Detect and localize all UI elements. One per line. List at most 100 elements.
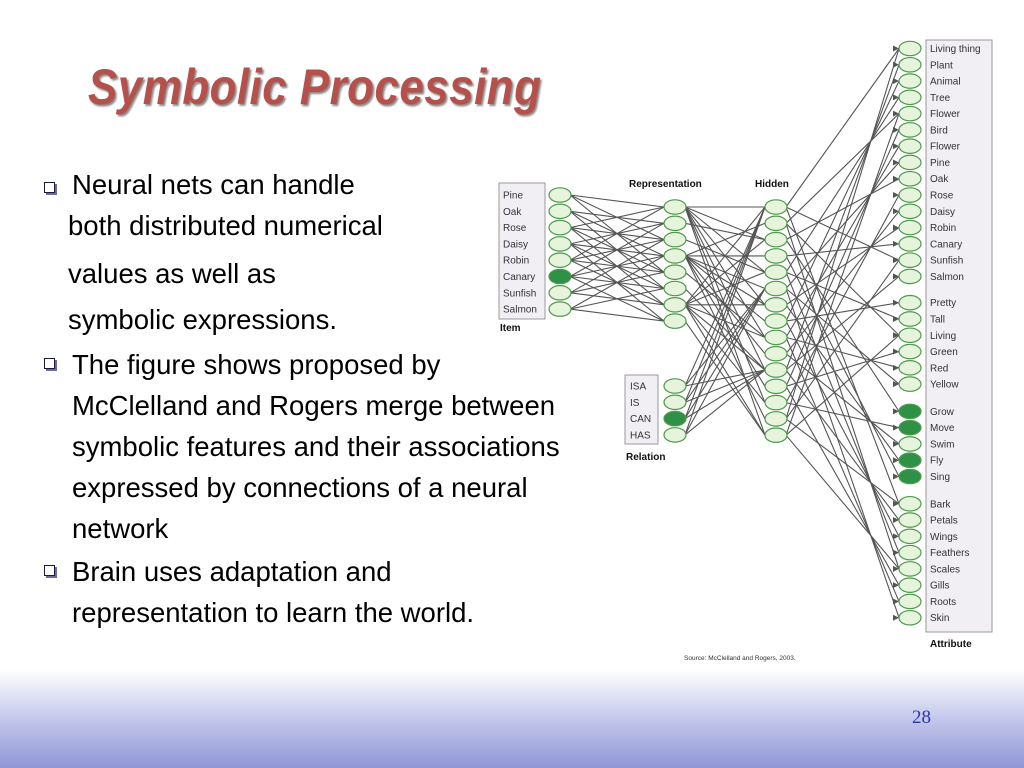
attribute-unit [898,436,922,452]
page-number: 28 [912,707,931,728]
attribute-label: Wings [930,532,958,543]
attribute-unit [898,56,922,73]
arrowhead [893,549,899,556]
attribute-unit [898,609,922,626]
attribute-label: Sing [930,472,950,483]
figure-source-note: Source: McClelland and Rogers, 2003. [684,655,796,662]
representation-unit [663,280,687,297]
arrowhead [893,159,899,166]
relation-hidden-connection [684,288,766,436]
attribute-unit [898,187,922,203]
item-unit [548,284,572,301]
hidden-attribute-connection [785,304,900,461]
hidden-attribute-connection [785,434,900,570]
attribute-unit [898,544,922,561]
arrowhead [893,533,899,540]
attribute-label: Plant [930,60,953,71]
attribute-unit [898,452,922,469]
hidden-attribute-connection [785,288,900,618]
item-label: Sunfish [503,288,536,299]
bullet-text-continuation: symbolic expressions. [68,304,337,335]
relation-label: CAN [630,414,651,425]
attribute-unit [898,122,922,138]
bullet-item: The figure shows proposed by McClelland … [40,344,572,549]
item-representation-connection [569,194,665,208]
bullet-item: Brain uses adaptation and representation… [40,551,512,633]
item-representation-connection [569,287,665,310]
hidden-attribute-connection [785,334,900,436]
hidden-attribute-connection [785,222,900,336]
attribute-unit [898,376,922,392]
attribute-unit [898,73,922,89]
item-label: Canary [503,272,535,283]
bullet-text: Neural nets can handle [72,169,355,200]
relation-hidden-connection [684,206,766,387]
item-label: Daisy [503,239,528,250]
item-label: Robin [503,256,529,267]
arrowhead [893,473,899,480]
attribute-label: Grow [930,407,955,418]
item-representation-connection [569,308,665,322]
arrowhead [893,175,899,182]
hidden-unit [764,345,788,362]
hidden-attribute-connection [785,275,900,371]
hidden-attribute-connection [785,255,900,477]
bullet-text: The figure shows proposed by McClelland … [72,349,560,544]
hidden-attribute-connection [785,337,900,602]
representation-unit [663,248,687,264]
attribute-label: Canary [930,239,962,250]
attribute-label: Skin [930,613,949,624]
arrowhead [893,224,899,231]
attribute-label: Flower [930,142,961,153]
hidden-unit [764,394,788,411]
attribute-label: Pretty [930,298,956,309]
attribute-label: Swim [930,439,954,450]
arrowhead [893,192,899,199]
hidden-unit [764,264,788,280]
attribute-label: Pine [930,158,950,169]
representation-hidden-connection [684,222,766,257]
item-unit [548,252,572,269]
arrowhead [893,332,899,339]
arrowhead [893,440,899,447]
relation-hidden-connection [684,206,766,419]
relation-hidden-connection [684,288,766,387]
attribute-unit [898,236,922,252]
hidden-attribute-connection [785,206,900,504]
relation-hidden-connection [684,369,766,436]
bullet-text-continuation: both distributed numerical [68,210,383,241]
attribute-unit [898,268,922,285]
representation-unit [663,199,687,215]
attribute-label-box [925,39,993,633]
attribute-label: Roots [930,597,956,608]
item-unit [548,187,572,203]
relation-hidden-connection [684,206,766,436]
bullet-list: Neural nets can handle both distributed … [40,168,580,633]
representation-unit [663,215,687,232]
hidden-attribute-connection [785,80,900,322]
item-label: Rose [503,223,527,234]
slide-title: Symbolic Processing [88,59,542,115]
hidden-attribute-connection [785,162,900,289]
hidden-attribute-connection [785,271,900,553]
attribute-label: Feathers [930,548,969,559]
arrowhead [893,500,899,507]
arrowhead [893,94,899,101]
arrowhead [893,348,899,355]
hidden-unit [764,362,788,378]
attribute-label: Flower [930,109,961,120]
hidden-attribute-connection [785,227,900,306]
attribute-label: Tall [930,314,945,325]
hidden-unit [764,215,788,232]
attribute-unit [898,561,922,577]
hidden-attribute-connection [785,369,900,521]
attribute-unit [898,593,922,610]
arrowhead [893,257,899,264]
bullet-item: Neural nets can handle [40,168,580,202]
item-label-box [498,182,546,320]
representation-unit [663,313,687,329]
item-unit [548,301,572,317]
relation-unit [663,410,687,427]
item-unit [548,268,572,285]
